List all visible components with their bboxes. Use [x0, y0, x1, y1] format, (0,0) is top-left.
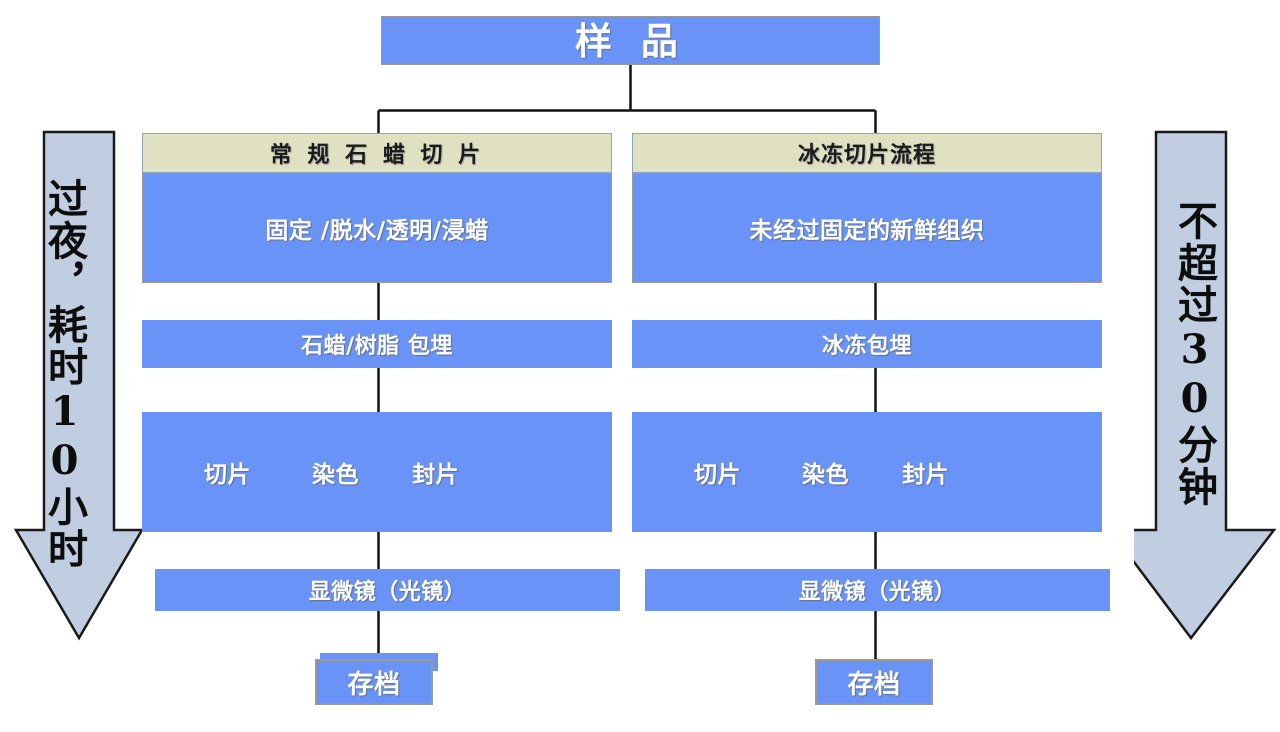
- step-paraffin-microscope-text: 显微镜（光镜）: [308, 579, 467, 605]
- step-frozen-triplet: 切片 染色 封片: [694, 455, 949, 489]
- step-paraffin-triplet: 切片 染色 封片: [204, 455, 459, 489]
- step-paraffin-embedding-text: 石蜡/树脂 包埋: [301, 333, 453, 359]
- step-frozen-section-stain-mount[interactable]: 切片 染色 封片: [632, 412, 1102, 532]
- step-frozen-mounting: 封片: [902, 461, 950, 488]
- step-frozen-embedding-text: 冰冻包埋: [821, 333, 912, 359]
- column-header-paraffin[interactable]: 常 规 石 蜡 切 片: [142, 133, 612, 173]
- step-frozen-microscope[interactable]: 显微镜（光镜）: [645, 569, 1110, 611]
- step-paraffin-microscope[interactable]: 显微镜（光镜）: [155, 569, 620, 611]
- terminal-paraffin-archive-text: 存档: [347, 669, 401, 700]
- step-frozen-staining: 染色: [802, 461, 850, 488]
- step-paraffin-mounting: 封片: [412, 461, 460, 488]
- column-header-paraffin-text: 常 规 石 蜡 切 片: [269, 142, 485, 168]
- duration-label-left: 过夜，耗时10小时: [41, 178, 88, 570]
- step-frozen-sectioning: 切片: [694, 461, 741, 488]
- step-frozen-fresh-tissue-text: 未经过固定的新鲜组织: [749, 217, 985, 244]
- sample-title-box[interactable]: 样 品: [381, 16, 880, 65]
- column-header-frozen[interactable]: 冰冻切片流程: [632, 133, 1102, 173]
- duration-label-right: 不超过30分钟: [1171, 200, 1218, 508]
- duration-arrow-right: [1134, 130, 1276, 641]
- step-frozen-embedding[interactable]: 冰冻包埋: [632, 320, 1102, 368]
- terminal-frozen-archive-text: 存档: [847, 669, 901, 700]
- step-frozen-fresh-tissue[interactable]: 未经过固定的新鲜组织: [632, 173, 1102, 283]
- terminal-frozen-archive[interactable]: 存档: [815, 659, 933, 705]
- step-paraffin-staining: 染色: [312, 461, 360, 488]
- step-frozen-microscope-text: 显微镜（光镜）: [798, 579, 957, 605]
- sample-title-text: 样 品: [575, 19, 686, 63]
- duration-arrow-left: [13, 130, 144, 641]
- step-paraffin-embedding[interactable]: 石蜡/树脂 包埋: [142, 320, 612, 368]
- step-paraffin-fixation[interactable]: 固定 /脱水/透明/浸蜡: [142, 173, 612, 283]
- step-paraffin-section-stain-mount[interactable]: 切片 染色 封片: [142, 412, 612, 532]
- terminal-paraffin-archive[interactable]: 存档: [315, 659, 433, 705]
- step-paraffin-fixation-text: 固定 /脱水/透明/浸蜡: [265, 217, 489, 244]
- column-header-frozen-text: 冰冻切片流程: [797, 142, 936, 168]
- step-paraffin-sectioning: 切片: [204, 461, 251, 488]
